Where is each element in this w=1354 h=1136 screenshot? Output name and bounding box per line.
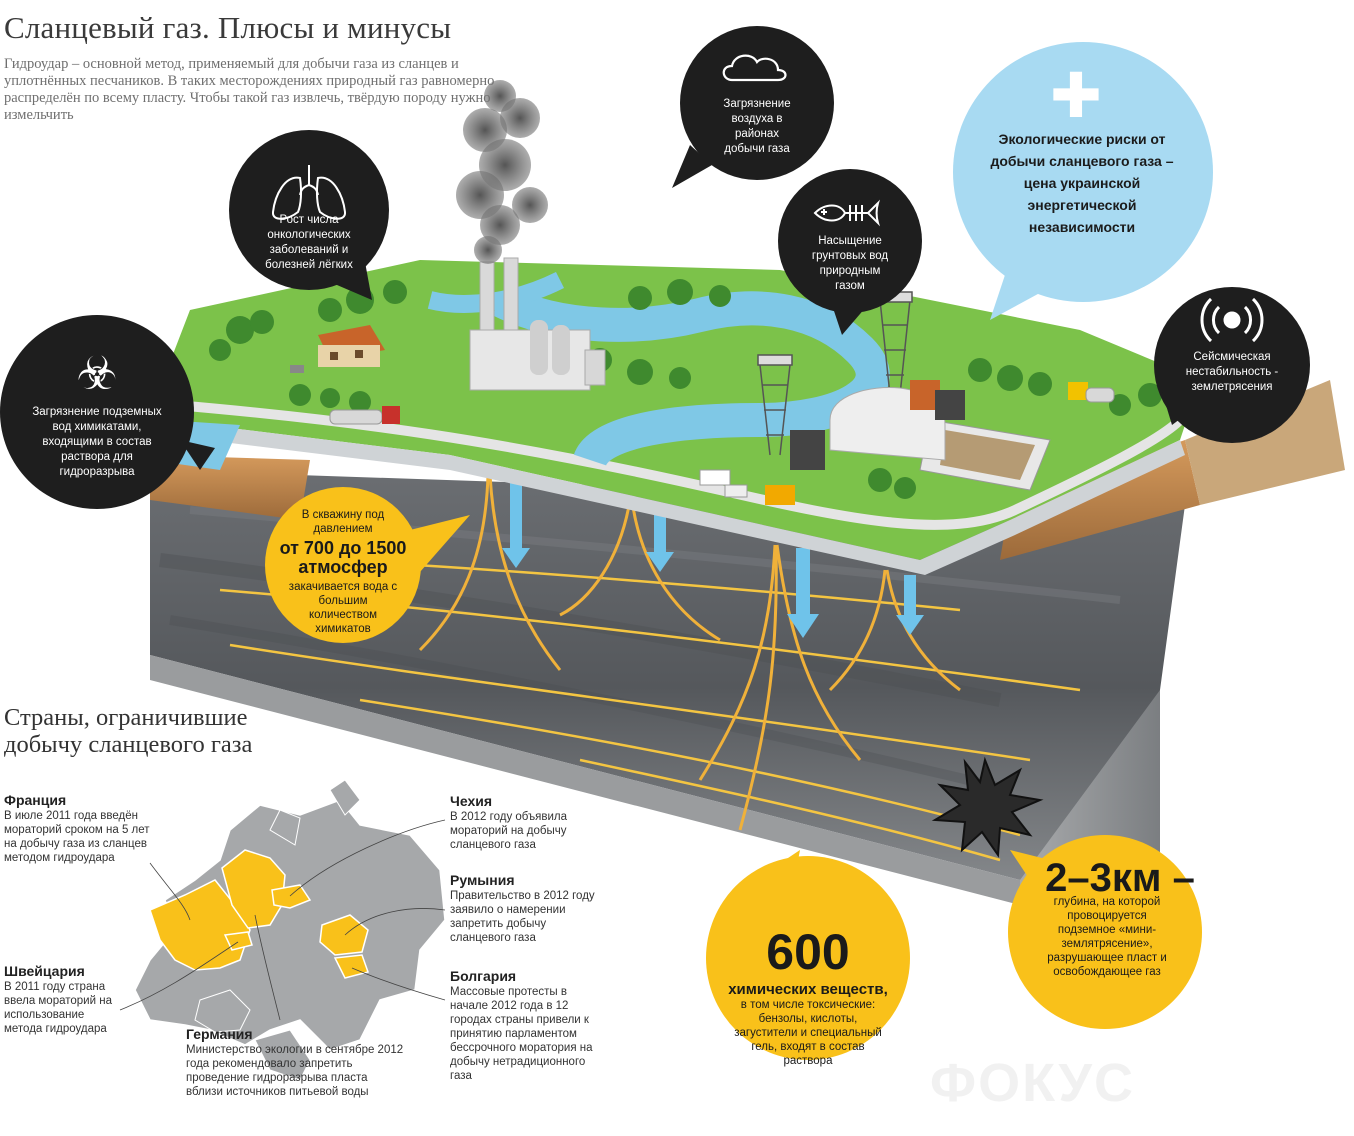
chemicals-text: в том числе токсические: бензолы, кислот… [734, 999, 882, 1067]
bubble-seismic-text: Сейсмическая нестабильность - землетрясе… [1185, 351, 1279, 393]
country-name: Чехия [450, 793, 492, 809]
pressure-line1: В скважину под давлением [301, 509, 385, 535]
bubble-chemicals-text: Загрязнение подземных вод химикатами, вх… [32, 406, 162, 478]
trucks [290, 365, 1115, 498]
switzerland-shape [223, 931, 253, 951]
country-germany: Германия Министерство экологии в сентябр… [186, 1025, 406, 1099]
country-text: Министерство экологии в сентябре 2012 го… [186, 1044, 404, 1098]
page-title: Сланцевый газ. Плюсы и минусы [4, 10, 452, 45]
lungs-icon [272, 165, 346, 220]
country-switzerland: Швейцария В 2011 году страна ввела морат… [4, 962, 119, 1036]
signal-icon [1200, 297, 1264, 343]
depth-headline: 2–3км – [1045, 856, 1195, 900]
country-name: Румыния [450, 872, 515, 888]
earthquake-burst-icon [931, 756, 1044, 858]
watermark: ФОКУС [930, 1053, 1135, 1113]
country-text: В июле 2011 года введён мораторий сроком… [4, 810, 150, 864]
eco-risk-text: Экологические риски от добычи сланцевого… [990, 131, 1174, 235]
well-pipes [418, 474, 961, 831]
chemicals-headline: химических веществ, [728, 981, 888, 998]
countries-section-title: Страны, ограничившие добычу сланцевого г… [4, 704, 253, 758]
country-text: В 2012 году объявила мораторий на добычу… [450, 811, 568, 851]
bulgaria-shape [333, 954, 369, 979]
bubble-air-text: Загрязнение воздуха в районах добычи газ… [723, 98, 791, 155]
pressure-line2: закачивается вода с большим количеством … [288, 581, 398, 635]
plus-icon: ✚ [1050, 59, 1102, 132]
country-bulgaria: Болгария Массовые протесты в начале 2012… [450, 967, 600, 1083]
cloud-icon [722, 54, 787, 82]
intro-text: Гидроудар – основной метод, применяемый … [4, 56, 495, 123]
country-france: Франция В июле 2011 года введён моратори… [4, 791, 154, 865]
bubble-groundwater-gas-text: Насыщение грунтовых вод природным газом [811, 235, 889, 292]
country-text: Правительство в 2012 году заявило о наме… [450, 890, 595, 944]
country-romania: Румыния Правительство в 2012 году заявил… [450, 871, 600, 945]
depth-text: глубина, на которой провоцируется подзем… [1047, 896, 1167, 978]
smoke-plume [456, 80, 548, 264]
country-text: Массовые протесты в начале 2012 года в 1… [450, 986, 593, 1082]
country-text: В 2011 году страна ввела мораторий на ис… [4, 981, 112, 1035]
pressure-highlight: от 700 до 1500 атмосфер [279, 538, 407, 577]
yellow-bubbles [265, 487, 1202, 1060]
france-shape [149, 879, 251, 971]
down-arrow-icons [502, 478, 924, 638]
risk-bubbles [0, 26, 1310, 509]
country-name: Франция [4, 792, 67, 808]
eco-risk-bubble [953, 42, 1213, 320]
house [318, 325, 385, 367]
country-name: Германия [186, 1026, 253, 1042]
romania-shape [319, 914, 369, 956]
rig-buildings [765, 380, 965, 505]
trees [209, 279, 1162, 499]
czechia-shape [271, 884, 312, 909]
europe-map [119, 779, 446, 1081]
country-czechia: Чехия В 2012 году объявила мораторий на … [450, 792, 590, 852]
fish-skeleton-icon [813, 199, 881, 227]
biohazard-icon: ☣ [76, 346, 118, 400]
ground-surface [150, 260, 1200, 575]
bubble-lungs-text: Рост числа онкологических заболеваний и … [265, 214, 353, 271]
chemicals-number: 600 [766, 924, 850, 980]
country-name: Болгария [450, 968, 517, 984]
country-name: Швейцария [4, 963, 85, 979]
